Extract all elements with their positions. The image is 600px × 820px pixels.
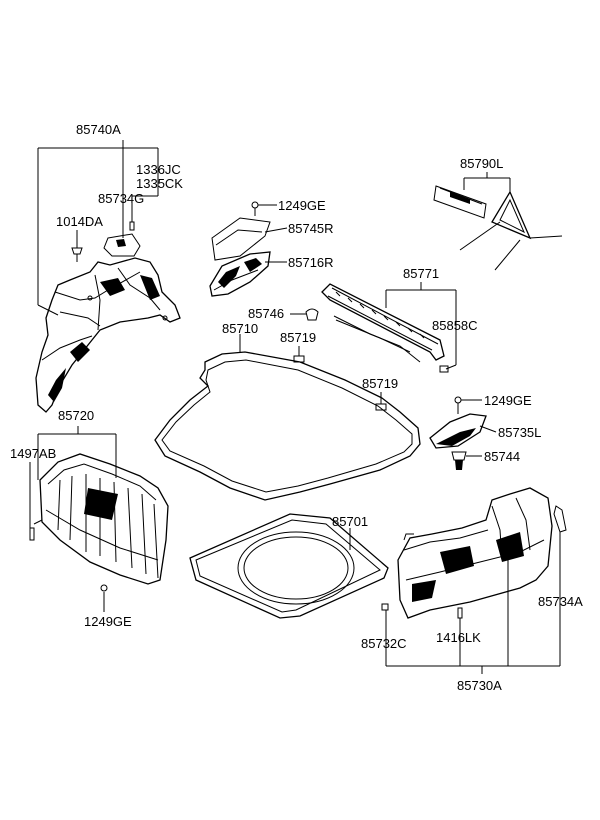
trim-85735l bbox=[429, 413, 497, 449]
clip-85746 bbox=[290, 308, 319, 321]
label-85858c: 85858C bbox=[432, 318, 478, 333]
clip-85858c bbox=[439, 365, 449, 373]
label-85730a: 85730A bbox=[457, 678, 502, 693]
label-85734a: 85734A bbox=[538, 594, 583, 609]
label-85771: 85771 bbox=[403, 266, 439, 281]
fastener-85744 bbox=[451, 451, 482, 470]
label-1249ge-bottom: 1249GE bbox=[84, 614, 132, 629]
trunk-mat-85710 bbox=[154, 334, 421, 501]
label-1249ge-top: 1249GE bbox=[278, 198, 326, 213]
bolt-1249ge-top bbox=[251, 201, 277, 216]
label-85790l: 85790L bbox=[460, 156, 503, 171]
leaders-85720 bbox=[29, 426, 117, 612]
label-85719-b: 85719 bbox=[362, 376, 398, 391]
label-1249ge-right: 1249GE bbox=[484, 393, 532, 408]
label-1416lk: 1416LK bbox=[436, 630, 481, 645]
label-85740a: 85740A bbox=[76, 122, 121, 137]
clip-85719-a bbox=[293, 346, 305, 363]
label-1497ab: 1497AB bbox=[10, 446, 56, 461]
label-85744: 85744 bbox=[484, 449, 520, 464]
leaders-85771 bbox=[385, 282, 457, 370]
label-85701: 85701 bbox=[332, 514, 368, 529]
leaders-85730a bbox=[385, 532, 561, 674]
label-1335ck: 1335CK bbox=[136, 176, 183, 191]
label-85746: 85746 bbox=[248, 306, 284, 321]
clip-85732c bbox=[381, 603, 389, 611]
label-85745r: 85745R bbox=[288, 221, 334, 236]
leader-85745r bbox=[264, 227, 288, 233]
label-85735l: 85735L bbox=[498, 425, 541, 440]
label-85719-a: 85719 bbox=[280, 330, 316, 345]
leaders-85740a bbox=[37, 140, 159, 316]
label-1014da: 1014DA bbox=[56, 214, 103, 229]
trunk-side-trim-right bbox=[397, 487, 553, 619]
label-85732c: 85732C bbox=[361, 636, 407, 651]
warning-triangle-85790l bbox=[433, 172, 563, 271]
trim-85745r bbox=[211, 217, 271, 261]
spare-cover-85701 bbox=[189, 513, 389, 619]
clip-85719-b bbox=[375, 392, 387, 411]
pin-1416lk bbox=[457, 607, 463, 619]
clip-85734a bbox=[553, 505, 567, 533]
bolt-1249ge-bottom bbox=[100, 584, 108, 592]
label-85710: 85710 bbox=[222, 321, 258, 336]
label-85716r: 85716R bbox=[288, 255, 334, 270]
trunk-side-trim-left bbox=[35, 257, 181, 413]
push-pin-1014da bbox=[71, 247, 83, 262]
bracket-85716r bbox=[209, 251, 271, 297]
package-tray-85771 bbox=[321, 283, 445, 363]
bolt-1249ge-right bbox=[454, 396, 482, 414]
label-85720: 85720 bbox=[58, 408, 94, 423]
label-1336jc: 1336JC bbox=[136, 162, 181, 177]
trunk-front-trim-85720 bbox=[29, 453, 169, 585]
label-85734g: 85734G bbox=[98, 191, 144, 206]
clip-85734g bbox=[103, 221, 141, 257]
